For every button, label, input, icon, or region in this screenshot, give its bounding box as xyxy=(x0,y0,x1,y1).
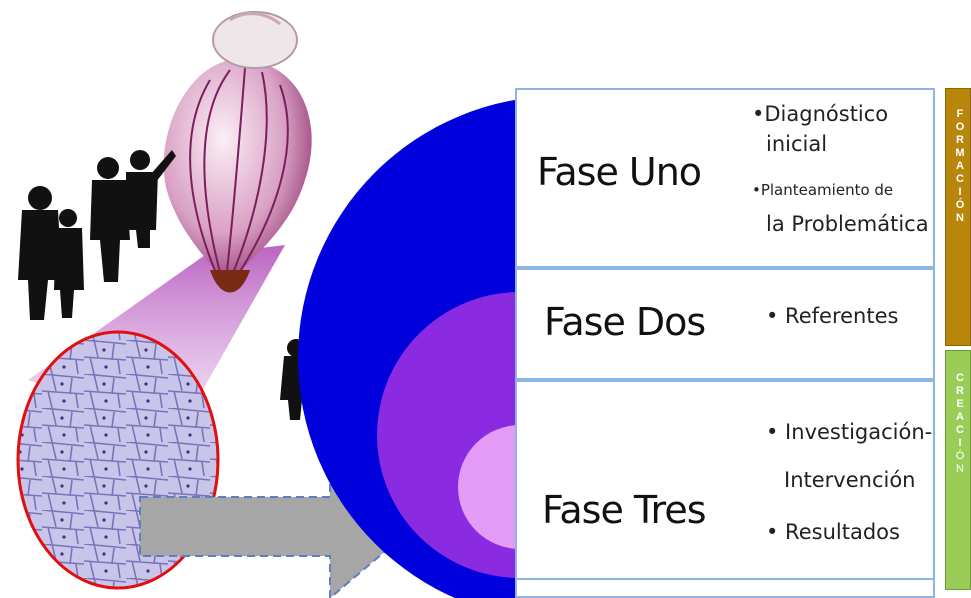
onion-icon xyxy=(164,12,312,293)
phase-dos-bullet-1: • Referentes xyxy=(766,302,898,330)
phase-tres-bullet-3: • Resultados xyxy=(766,518,900,546)
phase-title-uno: Fase Uno xyxy=(537,150,701,194)
phase-uno-bullet-1: •Diagnóstico xyxy=(752,100,888,128)
phase-tres-bullet-1: • Investigación- xyxy=(766,418,932,446)
phase-title-tres: Fase Tres xyxy=(542,488,706,532)
phase-box-bottom-strip xyxy=(515,580,935,598)
phase-uno-bullet-3: •Planteamiento de xyxy=(752,176,893,204)
phase-uno-bullet-2: inicial xyxy=(766,130,827,158)
phase-title-dos: Fase Dos xyxy=(544,300,705,344)
phase-tres-bullet-2: Intervención xyxy=(784,466,916,494)
phase-uno-bullet-4: la Problemática xyxy=(766,210,929,238)
